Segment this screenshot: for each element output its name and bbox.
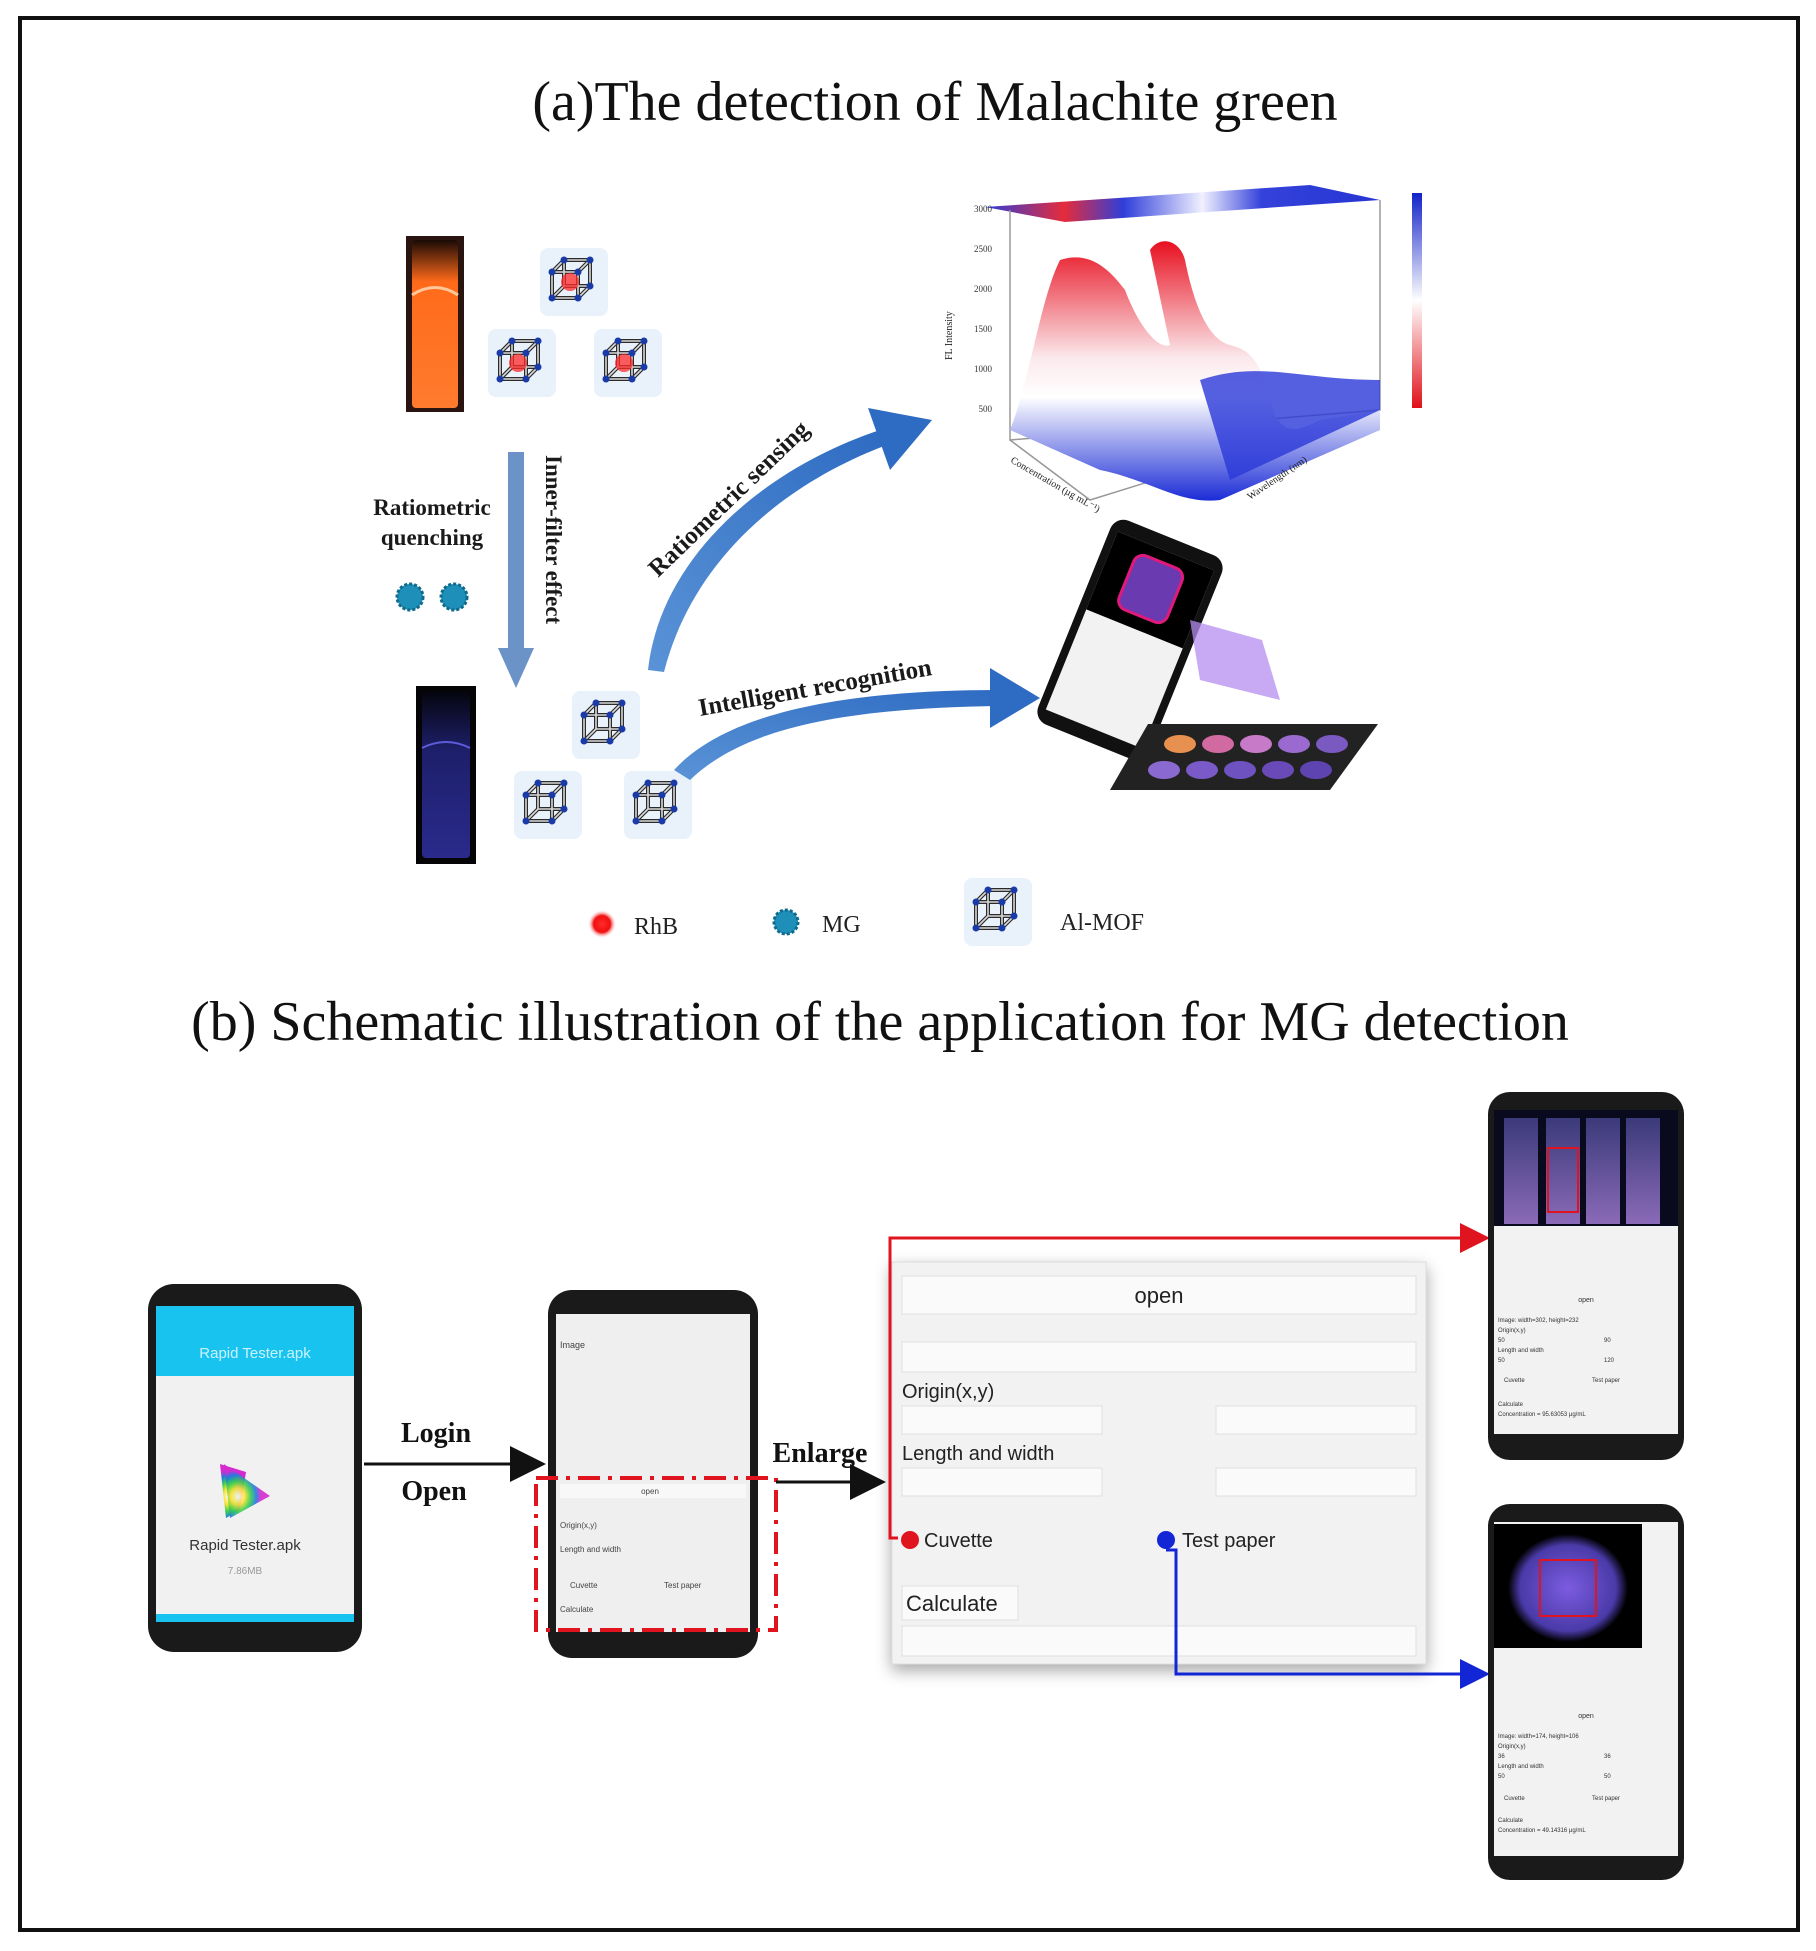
phone1-app-title: Rapid Tester.apk [199, 1345, 311, 1362]
rb-l2: 50 [1604, 1774, 1611, 1780]
rt-concentration: Concentration = 95.63053 μg/mL [1498, 1412, 1586, 1418]
al-mof-rhb-cube-3 [594, 329, 662, 397]
rb-open: open [1578, 1713, 1594, 1720]
vial-orange [406, 236, 464, 412]
arrow-login-label: Login [401, 1418, 471, 1449]
intelligent-recognition-arrow [674, 668, 1040, 780]
rt-origin: Origin(x,y) [1498, 1328, 1526, 1334]
rb-image-info: Image: width=174, height=106 [1498, 1734, 1579, 1740]
rb-length: Length and width [1498, 1764, 1544, 1770]
quenching-down-arrow [498, 452, 534, 688]
inner-filter-label: Inner-filter effect [541, 455, 566, 625]
al-mof-cube-1 [512, 769, 584, 841]
phone2-origin: Origin(x,y) [560, 1521, 597, 1530]
plot-z-axis-label: FL Intensity [944, 311, 955, 360]
legend-almof: Al-MOF [1060, 910, 1144, 936]
al-mof-cube-empty [570, 689, 642, 761]
rt-o2: 90 [1604, 1338, 1611, 1344]
rt-calculate: Calculate [1498, 1402, 1524, 1408]
rb-o2: 36 [1604, 1754, 1611, 1760]
rt-o1: 50 [1498, 1338, 1505, 1344]
ratiometric-sensing-label: Ratiometric sensing [643, 415, 814, 582]
rt-length: Length and width [1498, 1348, 1544, 1354]
enlarge-highlight-box [534, 1476, 778, 1632]
rt-cuvette: Cuvette [1504, 1378, 1525, 1384]
enlarged-open-button[interactable]: open [1135, 1283, 1184, 1308]
origin-x-field[interactable] [901, 1405, 1103, 1435]
length-field[interactable] [901, 1467, 1103, 1497]
al-mof-rhb-cube-2 [488, 329, 556, 397]
calculate-button[interactable] [901, 1585, 1019, 1621]
rt-l1: 50 [1498, 1358, 1505, 1364]
rb-test-paper: Test paper [1592, 1796, 1620, 1802]
al-mof-rhb-cube-1 [540, 248, 608, 316]
enlarged-cuvette-label: Cuvette [924, 1530, 993, 1552]
phone2-length: Length and width [560, 1545, 621, 1554]
origin-y-field[interactable] [1215, 1405, 1417, 1435]
al-mof-cube-2 [622, 769, 694, 841]
z-tick-3: 1500 [974, 324, 993, 334]
test-paper-connector [1166, 1548, 1490, 1689]
rb-l1: 50 [1498, 1774, 1505, 1780]
rt-open: open [1578, 1297, 1594, 1304]
rb-o1: 36 [1498, 1754, 1505, 1760]
rt-test-paper: Test paper [1592, 1378, 1620, 1384]
legend: RhB MG Al-MOF [588, 876, 1144, 948]
mg-molecule-icon [395, 582, 469, 612]
rb-cuvette: Cuvette [1504, 1796, 1525, 1802]
rb-origin: Origin(x,y) [1498, 1744, 1526, 1750]
phone2-image-label: Image [560, 1340, 585, 1350]
rt-image-info: Image: width=302, height=232 [1498, 1318, 1579, 1324]
phone-recognition-illustration [1037, 519, 1378, 790]
fluorescence-3d-plot: FL Intensity 3000 2500 2000 1500 1000 50… [944, 185, 1422, 515]
enlarged-ui-panel: open Origin(x,y) Length and width Cuvett… [891, 1261, 1427, 1665]
enlarged-length-label: Length and width [902, 1443, 1054, 1465]
al-mof-legend-icon [962, 876, 1034, 948]
cuvette-connector [888, 1223, 1490, 1540]
width-field[interactable] [1215, 1467, 1417, 1497]
enlarged-origin-label: Origin(x,y) [902, 1381, 994, 1403]
arrow-enlarge-label: Enlarge [773, 1438, 868, 1469]
phone2-cuvette: Cuvette [570, 1581, 598, 1590]
rb-concentration: Concentration = 49.14316 μg/mL [1498, 1828, 1586, 1834]
test-paper-radio-icon[interactable] [1157, 1531, 1175, 1549]
cuvette-radio-icon[interactable] [901, 1531, 919, 1549]
vial-blue [416, 686, 476, 864]
rhb-dot-icon [588, 910, 616, 938]
legend-rhb: RhB [634, 914, 678, 940]
z-tick-0: 3000 [974, 204, 993, 214]
phone-app-screen: Image open Origin(x,y) Length and width … [534, 1290, 778, 1658]
phone1-app-name: Rapid Tester.apk [189, 1537, 301, 1554]
panel-b-title: (b) Schematic illustration of the applic… [191, 991, 1569, 1053]
phone2-test-paper: Test paper [664, 1581, 702, 1590]
z-tick-5: 500 [979, 404, 993, 414]
ratiometric-quenching-line1: Ratiometric [373, 495, 491, 520]
phone-result-test-paper: open Image: width=174, height=106 Origin… [1488, 1504, 1684, 1880]
enlarged-test-paper-label: Test paper [1182, 1530, 1276, 1552]
phone-result-cuvette: open Image: width=302, height=232 Origin… [1488, 1092, 1684, 1460]
ratiometric-quenching-line2: quenching [381, 525, 484, 550]
colorbar [1412, 193, 1422, 408]
legend-mg: MG [822, 912, 861, 938]
rb-calculate: Calculate [1498, 1818, 1524, 1824]
enlarged-calculate-label: Calculate [906, 1591, 998, 1616]
z-tick-4: 1000 [974, 364, 993, 374]
phone-launcher: Rapid Tester.apk Rapid Tester.apk 7.86MB [148, 1284, 362, 1652]
figure-frame [18, 16, 1800, 1932]
ratiometric-sensing-arrow [648, 408, 932, 672]
z-tick-2: 2000 [974, 284, 993, 294]
mg-dot-icon [772, 908, 800, 936]
panel-a-title: (a)The detection of Malachite green [532, 71, 1337, 133]
phone2-calculate: Calculate [560, 1605, 594, 1614]
phone1-app-size: 7.86MB [228, 1566, 263, 1577]
phone2-open: open [641, 1487, 659, 1496]
rt-l2: 120 [1604, 1358, 1615, 1364]
z-tick-1: 2500 [974, 244, 993, 254]
arrow-open-label: Open [401, 1476, 467, 1507]
